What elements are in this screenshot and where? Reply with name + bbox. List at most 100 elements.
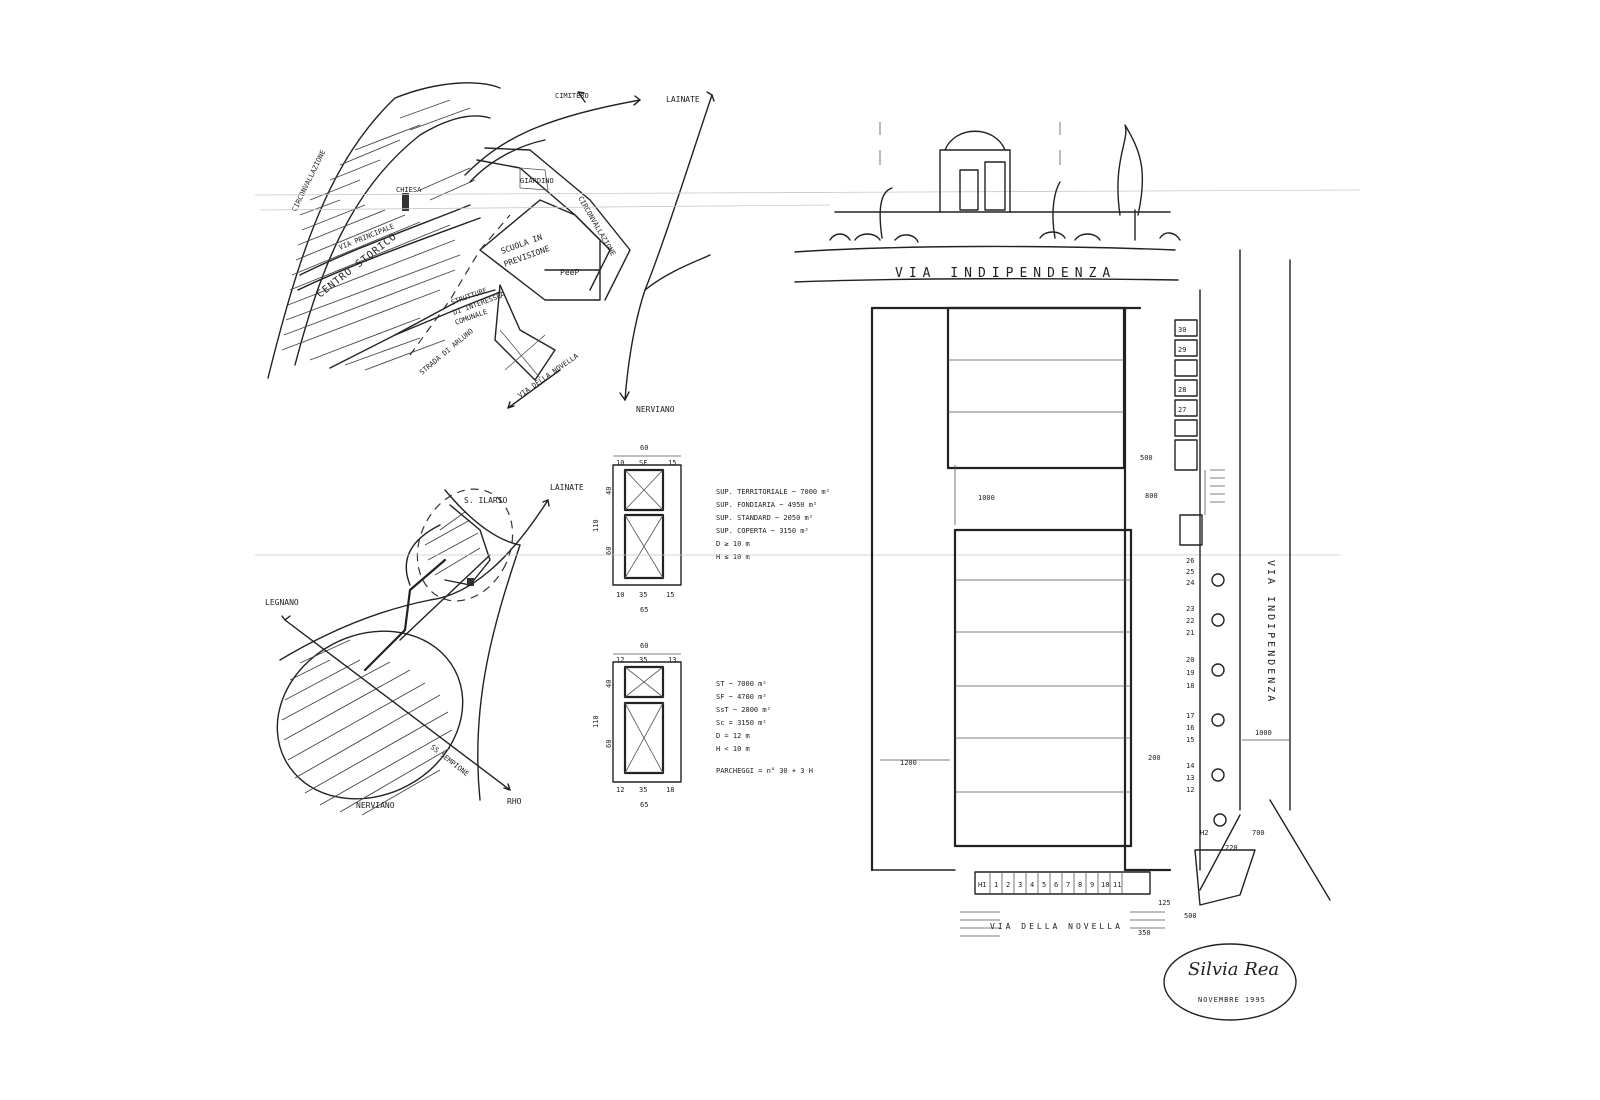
- parking-number: 16: [1186, 724, 1194, 732]
- label-h2: H2: [1200, 829, 1208, 837]
- stats1-line: SUP. FONDIARIA ~ 4950 m²: [716, 501, 817, 509]
- stats1-line: SUP. STANDARD ~ 2050 m²: [716, 514, 813, 522]
- stats1-line: SUP. COPERTA ~ 3150 m²: [716, 527, 809, 535]
- parking-number: 30: [1178, 326, 1186, 334]
- parking-number: 14: [1186, 762, 1194, 770]
- parking-number: 26: [1186, 557, 1194, 565]
- dim-700: 700: [1252, 829, 1265, 837]
- parking-number: 12: [1186, 786, 1194, 794]
- sec1-top-dim-2: SF: [639, 459, 647, 467]
- sec1-width-total: 60: [640, 444, 648, 452]
- parking-number: 29: [1178, 346, 1186, 354]
- sec2-top-dim-1: 12: [616, 656, 624, 664]
- label-cimitero: CIMITERO: [555, 92, 589, 100]
- parking-number: 23: [1186, 605, 1194, 613]
- stats1-line: D ≥ 10 m: [716, 540, 750, 548]
- parking-number-bottom: 1: [994, 881, 998, 889]
- parking-number-bottom: 3: [1018, 881, 1022, 889]
- parking-number: 13: [1186, 774, 1194, 782]
- stats1-line: SUP. TERRITORIALE ~ 7000 m²: [716, 488, 830, 496]
- tree-row: [1211, 573, 1227, 827]
- section-diagram-1: 60 10 SF 15 10 35 15 65 110 40 60: [592, 444, 682, 614]
- parking-number: 20: [1186, 656, 1194, 664]
- parking-number: 19: [1186, 669, 1194, 677]
- sec2-side-dim-1: 40: [605, 680, 613, 688]
- dim-500-b: 500: [1184, 912, 1197, 920]
- dim-800: 800: [1145, 492, 1158, 500]
- label-legnano: LEGNANO: [265, 598, 299, 607]
- sec2-top-dim-2: 35: [639, 656, 647, 664]
- parking-number-bottom: 7: [1066, 881, 1070, 889]
- label-giardino: GIARDINO: [520, 177, 554, 185]
- label-parking: P: [500, 291, 505, 300]
- sec1-side-dim-2: 60: [605, 547, 613, 555]
- sec1-bottom-total: 65: [640, 606, 648, 614]
- stats2-line: H < 10 m: [716, 745, 750, 753]
- location-map-bottom: S. ILARIO LAINATE LEGNANO SS SEMPIONE RH…: [265, 483, 584, 816]
- label-strada-arluno: STRADA DI ARLUNO: [418, 327, 475, 376]
- parking-number-bottom: 11: [1113, 881, 1121, 889]
- parking-number: 18: [1186, 682, 1194, 690]
- parking-number: 25: [1186, 568, 1194, 576]
- dim-350: 350: [1138, 929, 1151, 937]
- stats1-line: H ≤ 10 m: [716, 553, 750, 561]
- hatch-center: [281, 99, 476, 371]
- stats2-line: ST ~ 7000 m²: [716, 680, 767, 688]
- parking-number: 27: [1178, 406, 1186, 414]
- label-s-ilario: S. ILARIO: [464, 496, 508, 505]
- sec1-side-dim-1: 40: [605, 487, 613, 495]
- parking-number-bottom: 6: [1054, 881, 1058, 889]
- parking-number: 24: [1186, 579, 1194, 587]
- label-nerviano-bottom: NERVIANO: [356, 801, 395, 810]
- parking-number-bottom: 9: [1090, 881, 1094, 889]
- stats2-line: SsT ~ 2800 m²: [716, 706, 771, 714]
- label-rho: RHO: [507, 797, 522, 806]
- sec1-bottom-dim-1: 10: [616, 591, 624, 599]
- parking-number-bottom: 2: [1006, 881, 1010, 889]
- sec2-side-dim-2: 60: [605, 740, 613, 748]
- dim-1000-right: 1000: [1255, 729, 1272, 737]
- label-via-indipendenza-top: VIA INDIPENDENZA: [895, 266, 1116, 281]
- location-map-top: CIMITERO LAINATE CIRCONVALLAZIONE CIRCON…: [267, 82, 715, 414]
- label-via-indipendenza-side: VIA INDIPENDENZA: [1265, 560, 1276, 704]
- parking-number: 21: [1186, 629, 1194, 637]
- sec2-bottom-total: 65: [640, 801, 648, 809]
- dim-1000: 1000: [978, 494, 995, 502]
- sec2-bottom-dim-1: 12: [616, 786, 624, 794]
- sec2-bottom-dim-2: 35: [639, 786, 647, 794]
- street-elevation: VIA INDIPENDENZA: [794, 122, 1181, 283]
- stats2-line: D = 12 m: [716, 732, 750, 740]
- label-nerviano-top: NERVIANO: [636, 405, 675, 414]
- parking-number: 28: [1178, 386, 1186, 394]
- sec2-height-total: 110: [592, 715, 600, 728]
- parking-number: 22: [1186, 617, 1194, 625]
- stats2-line: PARCHEGGI = n° 30 + 3 H: [716, 767, 813, 775]
- label-lainate-bottom: LAINATE: [550, 483, 584, 492]
- stats2-line: SF ~ 4700 m²: [716, 693, 767, 701]
- label-chiesa: CHIESA: [396, 186, 422, 194]
- label-circonvallazione-left: CIRCONVALLAZIONE: [291, 149, 328, 213]
- sec1-bottom-dim-3: 15: [666, 591, 674, 599]
- sec2-top-dim-3: 13: [668, 656, 676, 664]
- parking-number: 17: [1186, 712, 1194, 720]
- parking-number-bottom: 10: [1101, 881, 1109, 889]
- signature-name: Silvia Rea: [1188, 959, 1279, 980]
- sec1-top-dim-3: 15: [668, 459, 676, 467]
- dim-200: 200: [1148, 754, 1161, 762]
- stats-block-2: ST ~ 7000 m² SF ~ 4700 m² SsT ~ 2800 m² …: [716, 680, 813, 775]
- dim-1200: 1200: [900, 759, 917, 767]
- parking-number: 15: [1186, 736, 1194, 744]
- sec2-width-total: 60: [640, 642, 648, 650]
- sec1-top-dim-1: 10: [616, 459, 624, 467]
- signature-date: NOVEMBRE 1995: [1198, 996, 1266, 1004]
- stats2-line: Sc = 3150 m²: [716, 719, 767, 727]
- stats-block-1: SUP. TERRITORIALE ~ 7000 m² SUP. FONDIAR…: [716, 488, 830, 561]
- label-lainate-top: LAINATE: [666, 95, 700, 104]
- dim-500: 500: [1140, 454, 1153, 462]
- label-via-della-novella: VIA DELLA NOVELLA: [990, 922, 1123, 931]
- parking-number-bottom: 8: [1078, 881, 1082, 889]
- label-h1: H1: [978, 881, 986, 889]
- signature-stamp: Silvia Rea NOVEMBRE 1995: [1163, 943, 1297, 1021]
- dim-220: 220: [1225, 844, 1238, 852]
